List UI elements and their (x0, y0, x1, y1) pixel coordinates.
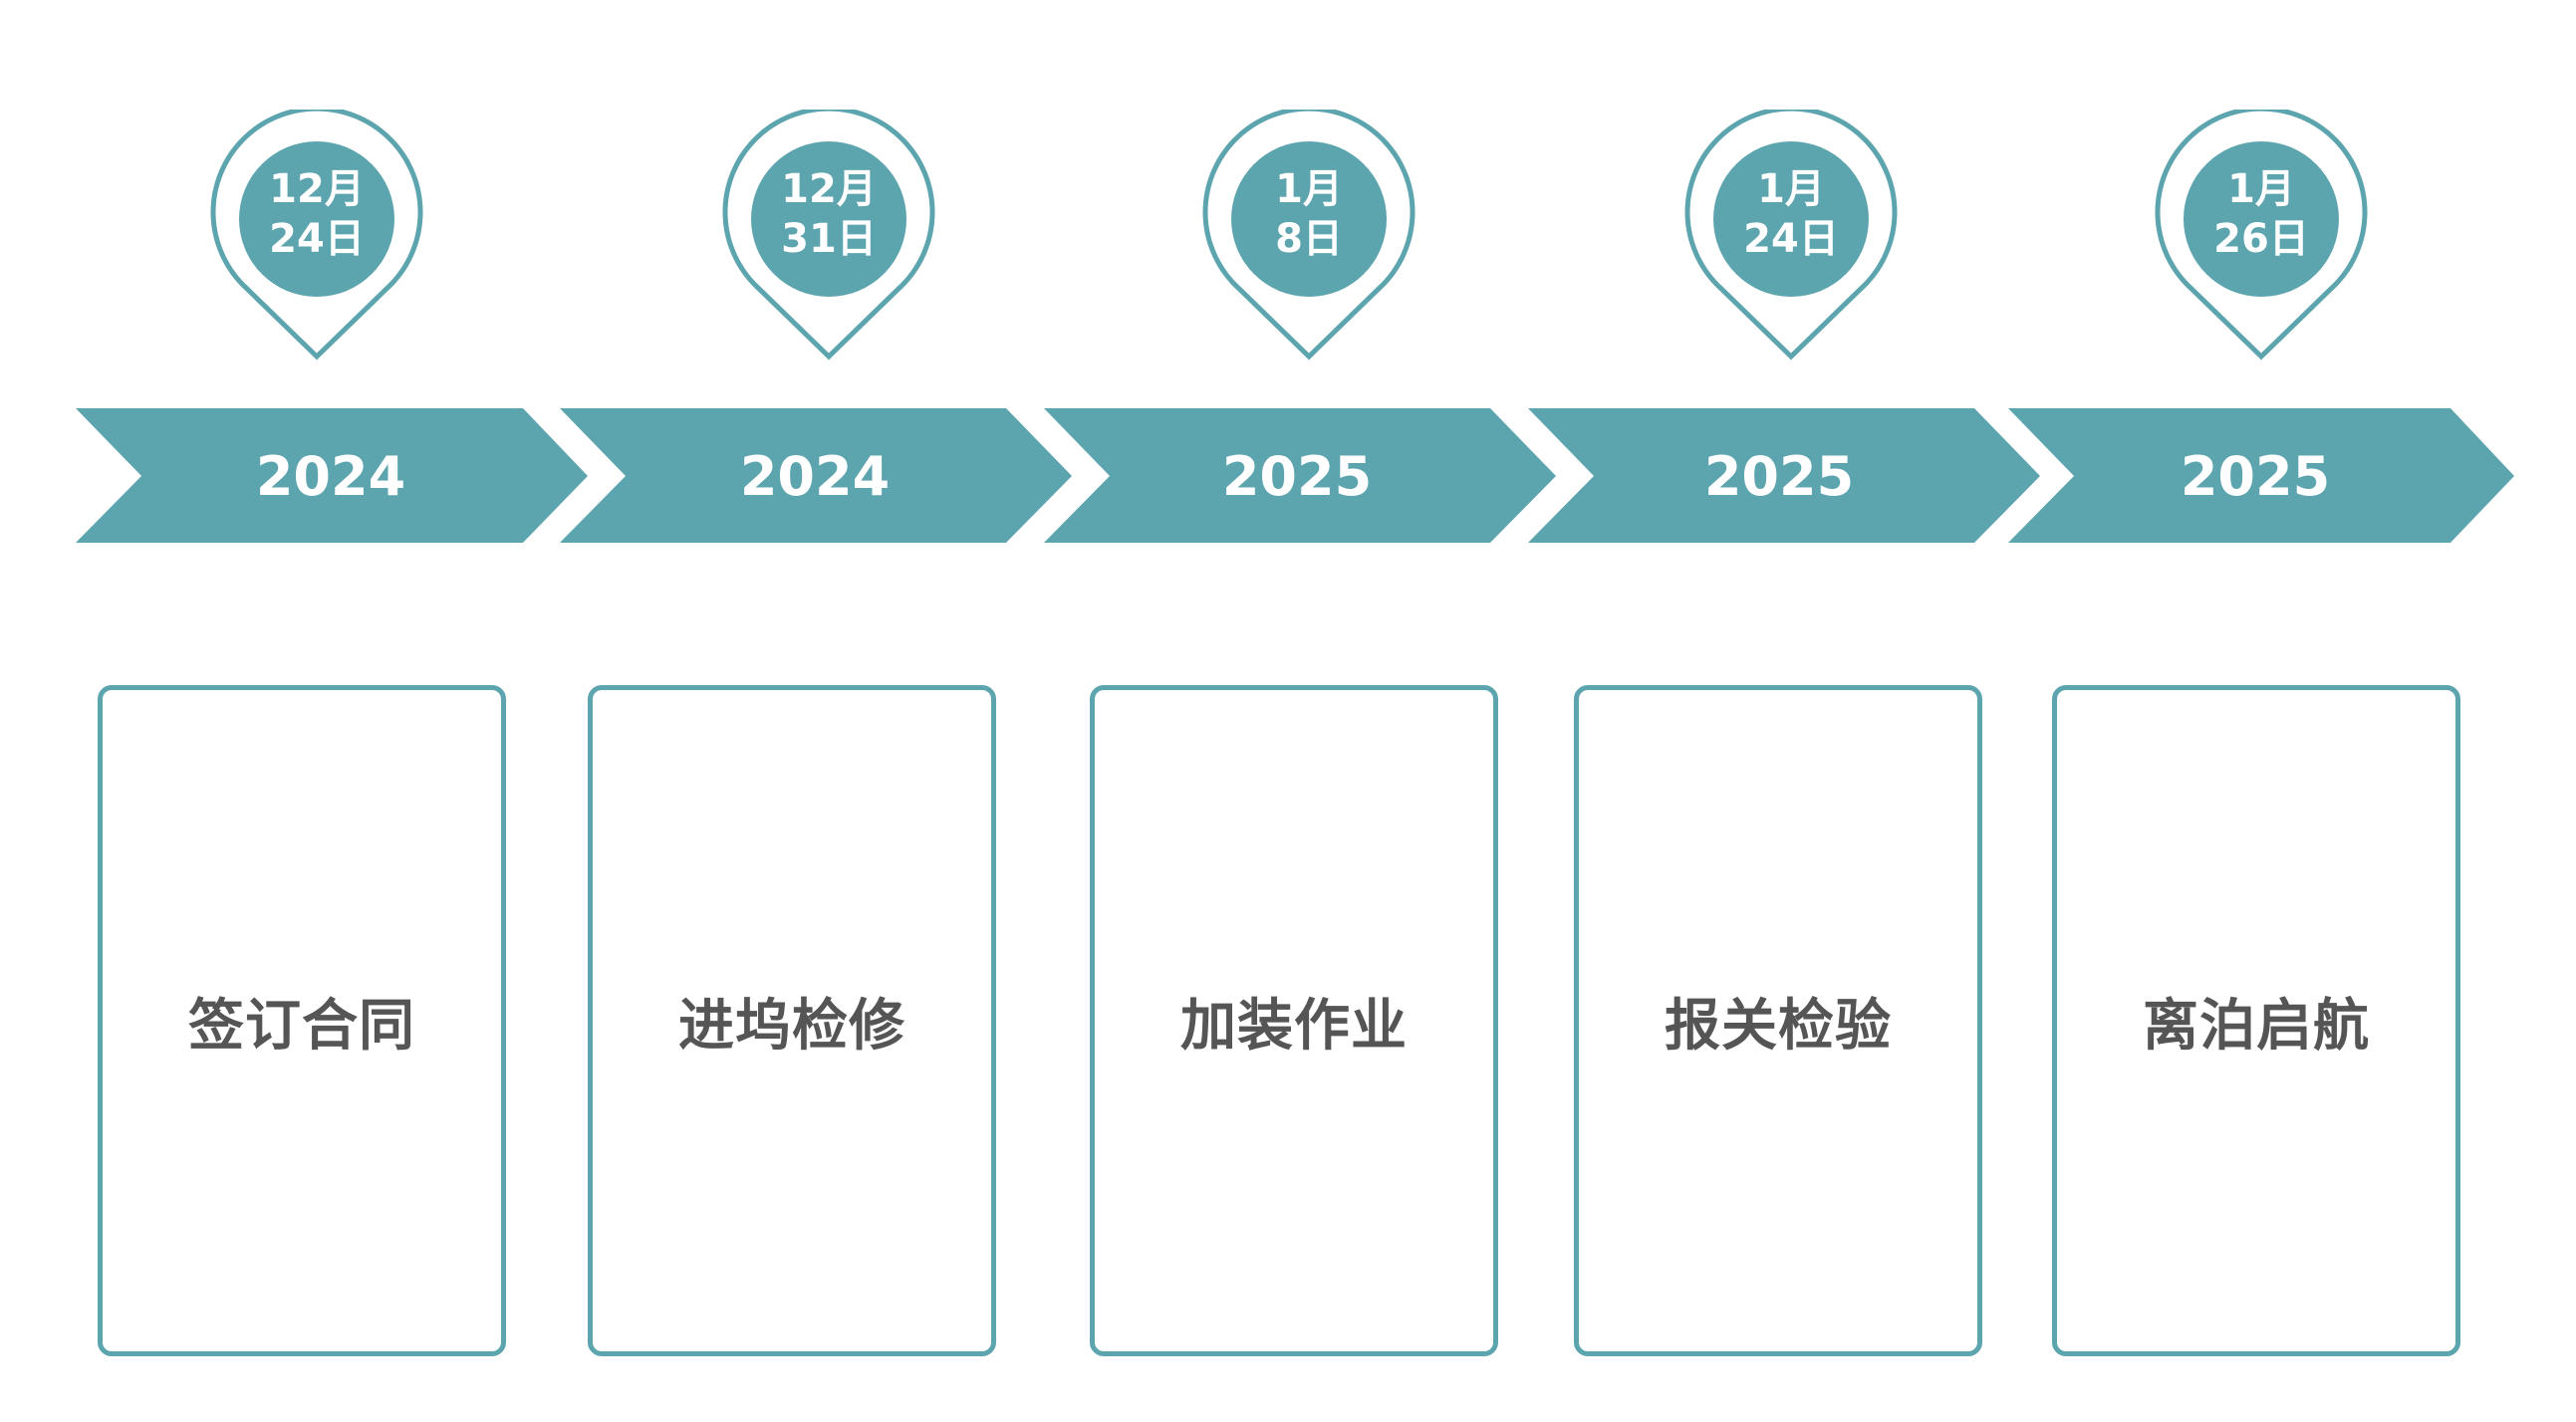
year-label-5: 2025 (2180, 445, 2331, 508)
step-card-5: 离泊启航 (2052, 685, 2460, 1356)
step-card-2: 进坞检修 (588, 685, 996, 1356)
location-pin-icon (1684, 110, 1898, 360)
year-label-2: 2024 (739, 445, 891, 508)
pin-day: 31日 (781, 216, 877, 262)
location-pin-icon (2155, 110, 2368, 360)
year-label-3: 2025 (1221, 445, 1373, 508)
step-label: 加装作业 (1180, 993, 1408, 1059)
timeline-arrow-2 (560, 408, 1072, 543)
date-pin-3: 1月 8日 (1199, 110, 1418, 368)
location-pin-icon (210, 110, 423, 360)
pin-day: 24日 (1743, 216, 1839, 262)
location-pin-icon (722, 110, 935, 360)
step-card-3: 加装作业 (1090, 685, 1498, 1356)
step-card-4: 报关检验 (1574, 685, 1982, 1356)
timeline-arrow-1 (76, 408, 588, 543)
pin-day: 26日 (2213, 216, 2309, 262)
date-pin-4: 1月 24日 (1681, 110, 1901, 368)
date-pin-5: 1月 26日 (2152, 110, 2371, 368)
pin-day: 24日 (269, 216, 365, 262)
pin-month: 1月 (1275, 166, 1343, 212)
step-label: 离泊启航 (2143, 993, 2370, 1059)
date-pin-2: 12月 31日 (719, 110, 938, 368)
date-pin-1: 12月 24日 (207, 110, 426, 368)
step-card-1: 签订合同 (98, 685, 506, 1356)
step-label: 签订合同 (188, 993, 415, 1059)
year-label-1: 2024 (255, 445, 406, 508)
step-label: 进坞检修 (678, 993, 905, 1059)
pin-month: 1月 (1757, 166, 1825, 212)
pin-month: 1月 (2227, 166, 2295, 212)
year-label-4: 2025 (1703, 445, 1855, 508)
pin-month: 12月 (269, 166, 365, 212)
location-pin-icon (1202, 110, 1416, 360)
timeline-arrow-3 (1044, 408, 1556, 543)
step-label: 报关检验 (1665, 993, 1892, 1059)
timeline-arrow-5 (2008, 408, 2514, 543)
pin-day: 8日 (1275, 216, 1343, 262)
timeline-arrow-4 (1528, 408, 2040, 543)
pin-month: 12月 (781, 166, 877, 212)
